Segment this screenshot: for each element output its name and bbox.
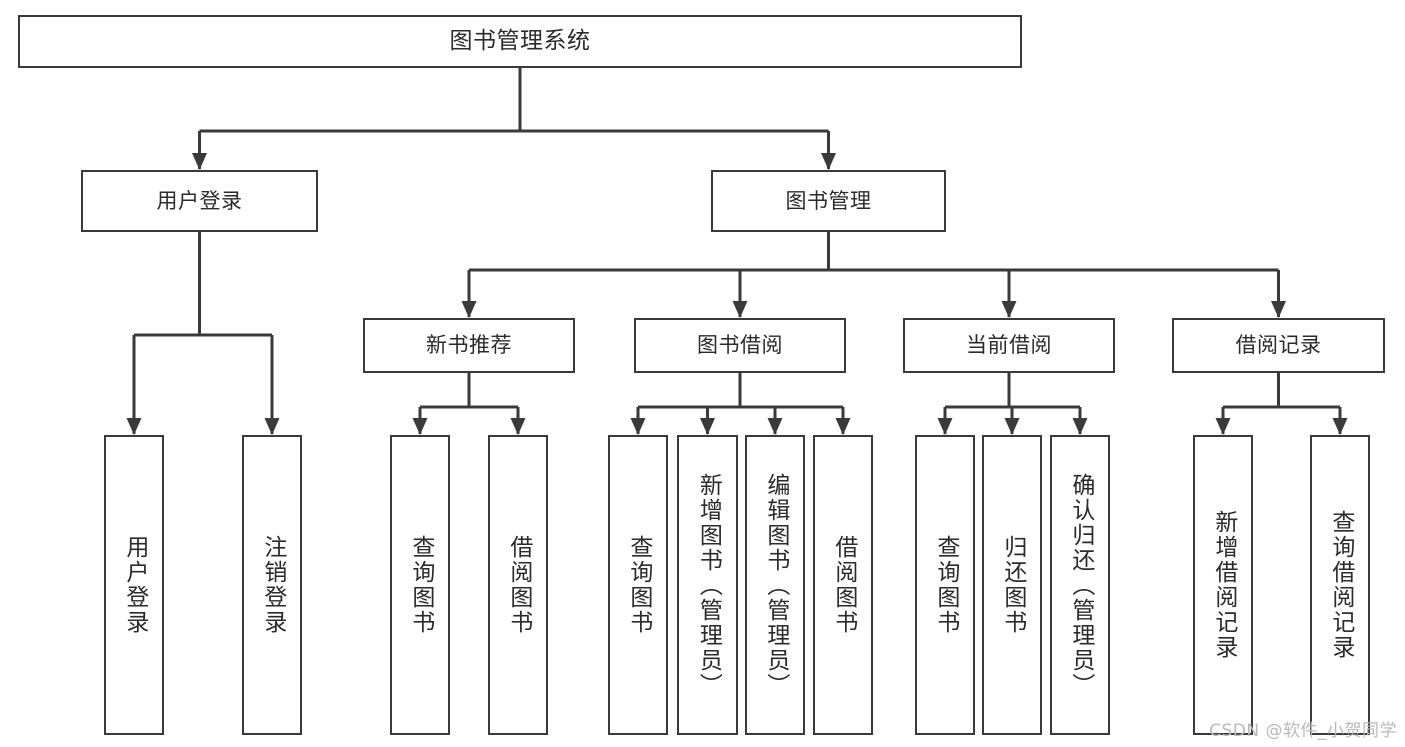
node-leaf-user-login[interactable]: 用户登录	[104, 435, 164, 735]
node-leaf-edit-book[interactable]: 编辑图书（管理员）	[745, 435, 805, 735]
node-label: 查询图书	[625, 535, 652, 635]
node-label: 用户登录	[156, 188, 243, 213]
node-borrow-record[interactable]: 借阅记录	[1172, 318, 1385, 373]
node-label: 归还图书	[999, 535, 1026, 635]
node-label: 查询借阅记录	[1327, 510, 1354, 660]
node-leaf-borrow-2[interactable]: 借阅图书	[813, 435, 873, 735]
node-label: 确认归还（管理员）	[1067, 472, 1094, 698]
node-label: 新增借阅记录	[1210, 510, 1237, 660]
node-leaf-add-book[interactable]: 新增图书（管理员）	[677, 435, 738, 735]
node-label: 图书管理	[785, 188, 872, 213]
node-label: 借阅记录	[1235, 333, 1322, 358]
node-label: 借阅图书	[830, 535, 857, 635]
node-label: 注销登录	[259, 535, 286, 635]
node-label: 图书借阅	[697, 333, 783, 358]
node-leaf-logout[interactable]: 注销登录	[242, 435, 302, 735]
node-leaf-add-record[interactable]: 新增借阅记录	[1193, 435, 1253, 735]
node-leaf-borrow-1[interactable]: 借阅图书	[488, 435, 548, 735]
node-leaf-query-2[interactable]: 查询图书	[608, 435, 668, 735]
node-label: 图书管理系统	[449, 27, 591, 54]
node-new-book-rec[interactable]: 新书推荐	[363, 318, 575, 373]
node-book-manage[interactable]: 图书管理	[711, 170, 946, 232]
node-leaf-confirm[interactable]: 确认归还（管理员）	[1050, 435, 1110, 735]
node-book-borrow[interactable]: 图书借阅	[634, 318, 846, 373]
node-label: 借阅图书	[505, 535, 532, 635]
node-root[interactable]: 图书管理系统	[18, 15, 1022, 68]
node-label: 新增图书（管理员）	[695, 472, 722, 698]
node-label: 当前借阅	[966, 333, 1052, 358]
node-leaf-return[interactable]: 归还图书	[982, 435, 1042, 735]
watermark: CSDN @软件_小贺同学	[1209, 721, 1397, 741]
node-user-login[interactable]: 用户登录	[81, 170, 318, 232]
node-leaf-qry-record[interactable]: 查询借阅记录	[1310, 435, 1370, 735]
node-label: 新书推荐	[426, 333, 512, 358]
node-label: 编辑图书（管理员）	[762, 472, 789, 698]
node-leaf-query-3[interactable]: 查询图书	[915, 435, 975, 735]
node-label: 查询图书	[407, 535, 434, 635]
node-label: 查询图书	[932, 535, 959, 635]
node-current-borrow[interactable]: 当前借阅	[903, 318, 1115, 373]
node-label: 用户登录	[121, 535, 148, 635]
node-leaf-query-1[interactable]: 查询图书	[390, 435, 450, 735]
